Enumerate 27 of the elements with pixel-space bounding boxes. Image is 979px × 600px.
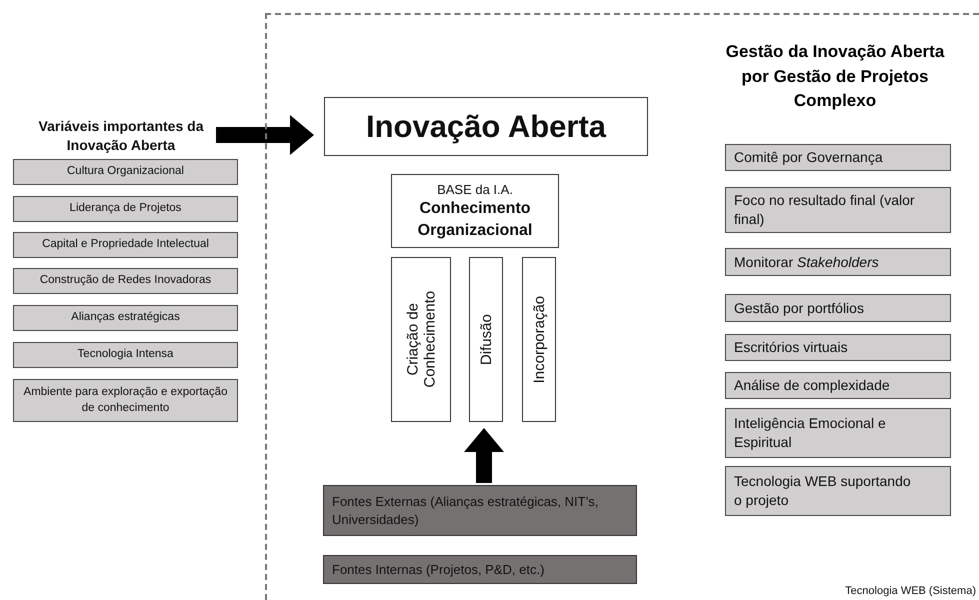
variable-box: Liderança de Projetos	[13, 196, 238, 222]
management-box: Comitê por Governança	[725, 144, 951, 171]
base-box: BASE da I.A. Conhecimento Organizacional	[391, 174, 559, 248]
variable-box: Construção de Redes Inovadoras	[13, 268, 238, 294]
variable-box: Capital e Propriedade Intelectual	[13, 232, 238, 258]
pillar-box: Difusão	[469, 257, 503, 422]
pillar-box: Criação de Conhecimento	[391, 257, 451, 422]
section-heading: Gestão da Inovação Aberta por Gestão de Projetos Complexo	[724, 41, 946, 112]
source-box: Fontes Internas (Projetos, P&D, etc.)	[323, 555, 637, 584]
management-box: Escritórios virtuais	[725, 334, 951, 361]
pillar-box: Incorporação	[522, 257, 556, 422]
management-box: Inteligência Emocional e Espiritual	[725, 408, 951, 458]
management-box: Tecnologia WEB suportando o projeto	[725, 466, 951, 516]
management-box: Monitorar Stakeholders	[725, 248, 951, 276]
heading-text: Variáveis importantes da Inovação Aberta	[26, 116, 216, 156]
frame-caption: Tecnologia WEB (Sistema)	[845, 584, 976, 599]
variable-box: Cultura Organizacional	[13, 159, 238, 185]
block-arrow	[464, 428, 504, 483]
variable-box: Alianças estratégicas	[13, 305, 238, 331]
variable-box: Tecnologia Intensa	[13, 342, 238, 368]
title-box: Inovação Aberta	[324, 97, 648, 156]
management-box: Foco no resultado final (valor final)	[725, 187, 951, 233]
block-arrow	[216, 115, 314, 155]
management-box: Gestão por portfólios	[725, 294, 951, 322]
source-box: Fontes Externas (Alianças estratégicas, NIT’s, Universidades)	[323, 485, 637, 536]
management-box: Análise de complexidade	[725, 372, 951, 399]
variable-box: Ambiente para exploração e exportação de conhecimento	[13, 379, 238, 422]
